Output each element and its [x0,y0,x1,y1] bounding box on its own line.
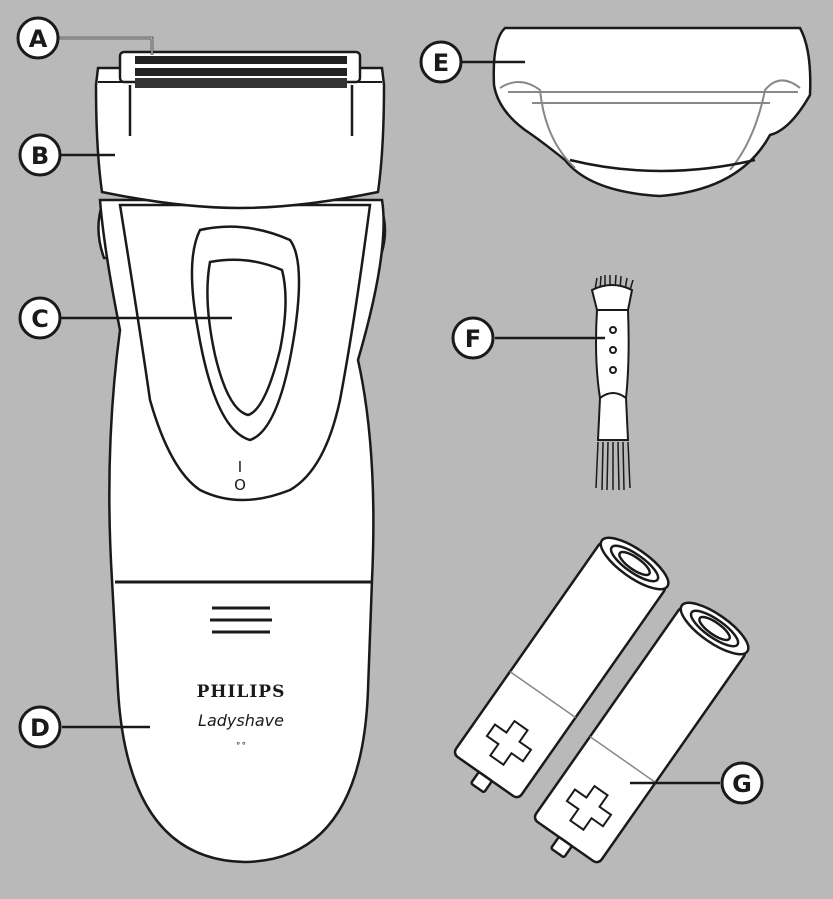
grip-ridges [210,606,272,634]
switch-slider [206,258,287,417]
svg-text:G: G [732,770,752,798]
callout-c: C [18,296,62,340]
switch-on-label: I [238,458,242,476]
switch-off-label: O [234,476,246,494]
shaving-head-cap [94,66,386,210]
svg-text:B: B [31,142,49,170]
battery-right-cross [565,784,613,832]
callout-b: B [18,133,62,177]
waterproof-mark: ∘∘ [235,739,246,749]
svg-text:F: F [465,325,481,353]
brush-bristles-bottom [595,441,631,491]
cleaning-brush [590,274,634,491]
svg-text:E: E [433,49,449,77]
battery-right [533,601,750,864]
brush-bristles-top [594,274,634,291]
callout-f: F [451,316,495,360]
svg-text:D: D [30,714,50,742]
battery-left-cross [485,719,533,767]
shaver [94,50,387,864]
battery-left [453,536,670,799]
callout-g: G [720,761,764,805]
callout-d: D [18,705,62,749]
svg-text:C: C [31,305,49,333]
svg-text:A: A [29,25,48,53]
brand-logo-text: PHILIPS [197,682,286,702]
comb-attachment [492,26,812,198]
leader-lines [58,36,720,785]
callout-a: A [16,16,60,60]
callout-e: E [419,40,463,84]
model-name: Ladyshave [198,711,284,730]
